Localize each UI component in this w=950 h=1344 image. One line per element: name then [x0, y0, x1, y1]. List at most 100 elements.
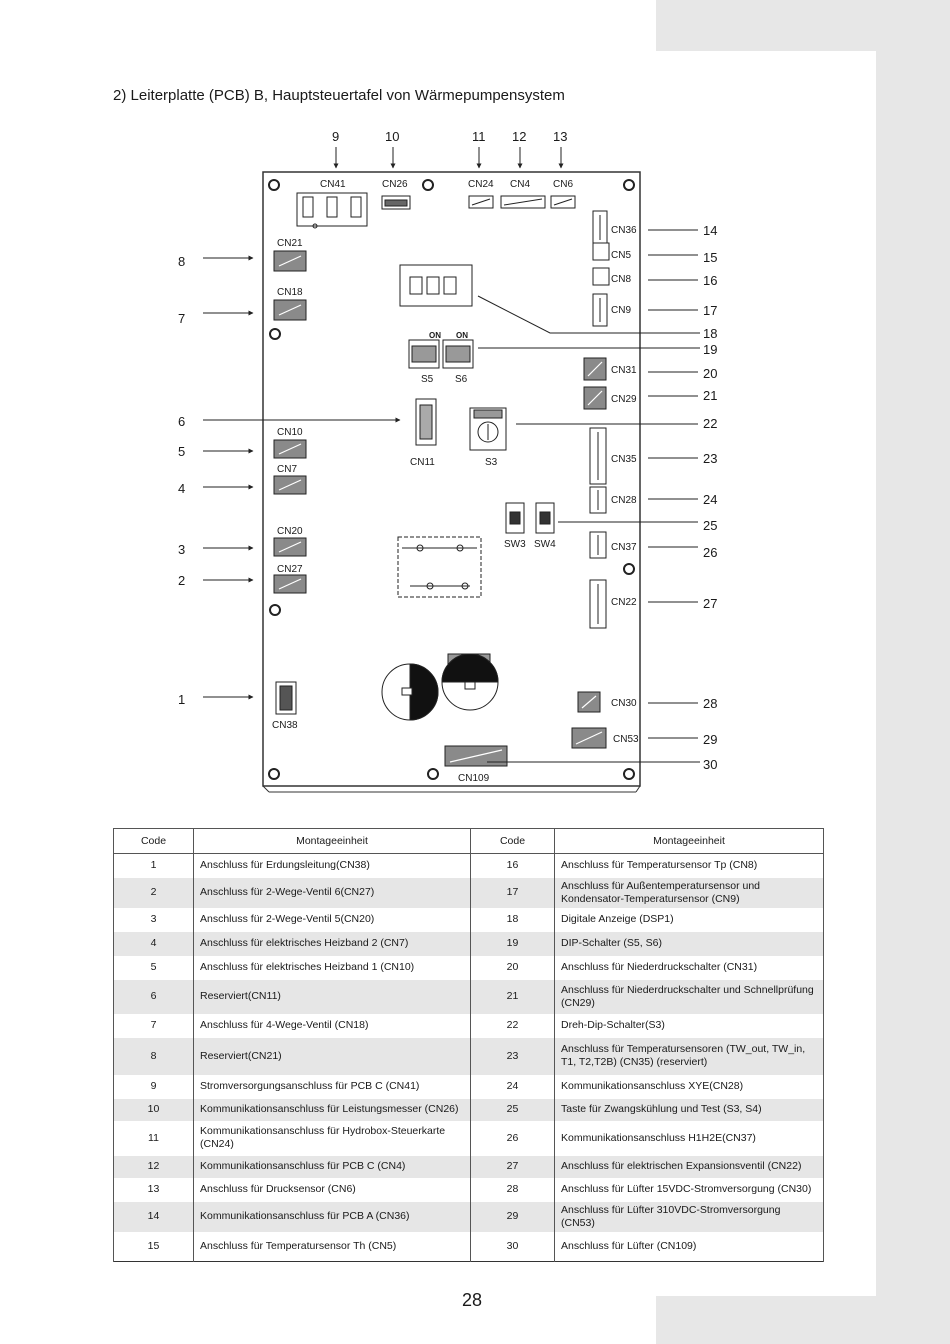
label-cn21: CN21: [277, 238, 303, 249]
code-cell: 28: [470, 1177, 555, 1202]
pcb-diagram: 9 10 11 12 13 CN41 CN26 CN24 CN4 CN6: [178, 129, 717, 793]
label-cn4: CN4: [510, 179, 530, 190]
code-cell: 5: [113, 955, 194, 980]
callout-17: 17: [703, 303, 717, 318]
callout-15: 15: [703, 250, 717, 265]
description-cell: Anschluss für elektrisches Heizband 2 (C…: [193, 931, 471, 956]
code-cell: 4: [113, 931, 194, 956]
right-callouts: 14 15 16 17 18 19 20 21 22 23 24 25 26 2…: [703, 223, 717, 772]
mounting-hole: [623, 768, 635, 780]
callout-9: 9: [332, 129, 339, 144]
label-cn5: CN5: [611, 250, 631, 261]
callout-6: 6: [178, 414, 185, 429]
callout-13: 13: [553, 129, 567, 144]
callout-30: 30: [703, 757, 717, 772]
code-cell: 17: [470, 877, 555, 908]
callout-27: 27: [703, 596, 717, 611]
label-cn109: CN109: [458, 773, 490, 784]
code-cell: 25: [470, 1098, 555, 1121]
code-cell: 15: [113, 1231, 194, 1262]
description-cell: Kommunikationsanschluss für PCB C (CN4): [193, 1155, 471, 1178]
description-cell: Anschluss für 2-Wege-Ventil 5(CN20): [193, 907, 471, 932]
description-cell: Reserviert(CN11): [193, 979, 471, 1014]
description-cell: Anschluss für Lüfter 15VDC-Stromversorgu…: [554, 1177, 824, 1202]
table-row: 2 Anschluss für 2-Wege-Ventil 6(CN27) 17…: [113, 877, 824, 908]
callout-12: 12: [512, 129, 526, 144]
rotary-switch-s3: [469, 407, 507, 451]
description-cell: Kommunikationsanschluss für PCB A (CN36): [193, 1201, 471, 1232]
code-cell: 30: [470, 1231, 555, 1262]
mounting-hole: [422, 179, 434, 191]
label-cn35: CN35: [611, 454, 637, 465]
label-on-s5: ON: [429, 331, 441, 340]
label-cn11: CN11: [410, 457, 435, 468]
table-row: 11 Kommunikationsanschluss für Hydrobox-…: [113, 1120, 824, 1156]
label-cn30: CN30: [611, 698, 637, 709]
digital-display: [399, 264, 473, 307]
description-cell: Anschluss für Lüfter 310VDC-Stromversorg…: [554, 1201, 824, 1232]
page-margin-shade-bottom: [656, 1296, 950, 1344]
description-cell: Anschluss für Temperatursensoren (TW_out…: [554, 1037, 824, 1075]
page-margin-shade-top: [656, 0, 950, 51]
page-number: 28: [462, 1290, 483, 1310]
mounting-hole: [269, 328, 281, 340]
description-cell: Anschluss für Außentemperatursensor und …: [554, 877, 824, 908]
pcb-board: [262, 171, 641, 787]
table-row: 15 Anschluss für Temperatursensor Th (CN…: [113, 1231, 824, 1262]
description-cell: Anschluss für Lüfter (CN109): [554, 1231, 824, 1262]
description-cell: Kommunikationsanschluss XYE(CN28): [554, 1074, 824, 1099]
label-cn53: CN53: [613, 734, 639, 745]
code-cell: 29: [470, 1201, 555, 1232]
description-cell: Anschluss für Erdungsleitung(CN38): [193, 853, 471, 878]
description-cell: Anschluss für Temperatursensor Th (CN5): [193, 1231, 471, 1262]
code-cell: 27: [470, 1155, 555, 1178]
label-s5: S5: [421, 374, 434, 385]
table-row: 7 Anschluss für 4-Wege-Ventil (CN18) 22 …: [113, 1013, 824, 1038]
description-cell: Digitale Anzeige (DSP1): [554, 907, 824, 932]
table-row: 3 Anschluss für 2-Wege-Ventil 5(CN20) 18…: [113, 907, 824, 932]
label-cn31: CN31: [611, 365, 637, 376]
label-cn10: CN10: [277, 427, 303, 438]
code-cell: 8: [113, 1037, 194, 1075]
connector-cn8: [592, 267, 610, 286]
label-sw4: SW4: [534, 539, 556, 550]
connector-cn11: [415, 398, 437, 446]
callout-7: 7: [178, 311, 185, 326]
header-code: Code: [113, 828, 194, 854]
top-callouts: 9 10 11 12 13: [332, 129, 567, 144]
table-row: 6 Reserviert(CN11) 21 Anschluss für Nied…: [113, 979, 824, 1014]
label-cn26: CN26: [382, 179, 408, 190]
capacitor-left: [381, 663, 439, 721]
label-cn28: CN28: [611, 495, 637, 506]
buttons-sw3-sw4: [505, 502, 555, 534]
description-cell: Anschluss für 4-Wege-Ventil (CN18): [193, 1013, 471, 1038]
header-unit: Montageeinheit: [193, 828, 471, 854]
label-cn36: CN36: [611, 225, 637, 236]
mounting-hole: [268, 179, 280, 191]
code-cell: 26: [470, 1120, 555, 1156]
label-cn29: CN29: [611, 394, 637, 405]
description-cell: Kommunikationsanschluss für Hydrobox-Ste…: [193, 1120, 471, 1156]
description-cell: Reserviert(CN21): [193, 1037, 471, 1075]
mounting-hole: [623, 563, 635, 575]
parts-table: Code Montageeinheit Code Montageeinheit …: [113, 828, 824, 1262]
code-cell: 3: [113, 907, 194, 932]
code-cell: 13: [113, 1177, 194, 1202]
callout-28: 28: [703, 696, 717, 711]
description-cell: Anschluss für Drucksensor (CN6): [193, 1177, 471, 1202]
code-cell: 9: [113, 1074, 194, 1099]
description-cell: Kommunikationsanschluss für Leistungsmes…: [193, 1098, 471, 1121]
label-sw3: SW3: [504, 539, 526, 550]
label-cn41: CN41: [320, 179, 346, 190]
left-callouts: 8 7 6 5 4 3 2 1: [178, 254, 185, 707]
label-s3: S3: [485, 457, 498, 468]
connector-cn41: [296, 192, 368, 229]
description-cell: DIP-Schalter (S5, S6): [554, 931, 824, 956]
callout-20: 20: [703, 366, 717, 381]
code-cell: 16: [470, 853, 555, 878]
code-cell: 22: [470, 1013, 555, 1038]
label-cn8: CN8: [611, 274, 631, 285]
callout-29: 29: [703, 732, 717, 747]
table-row: 5 Anschluss für elektrisches Heizband 1 …: [113, 955, 824, 980]
connector-cn38: [275, 681, 297, 715]
